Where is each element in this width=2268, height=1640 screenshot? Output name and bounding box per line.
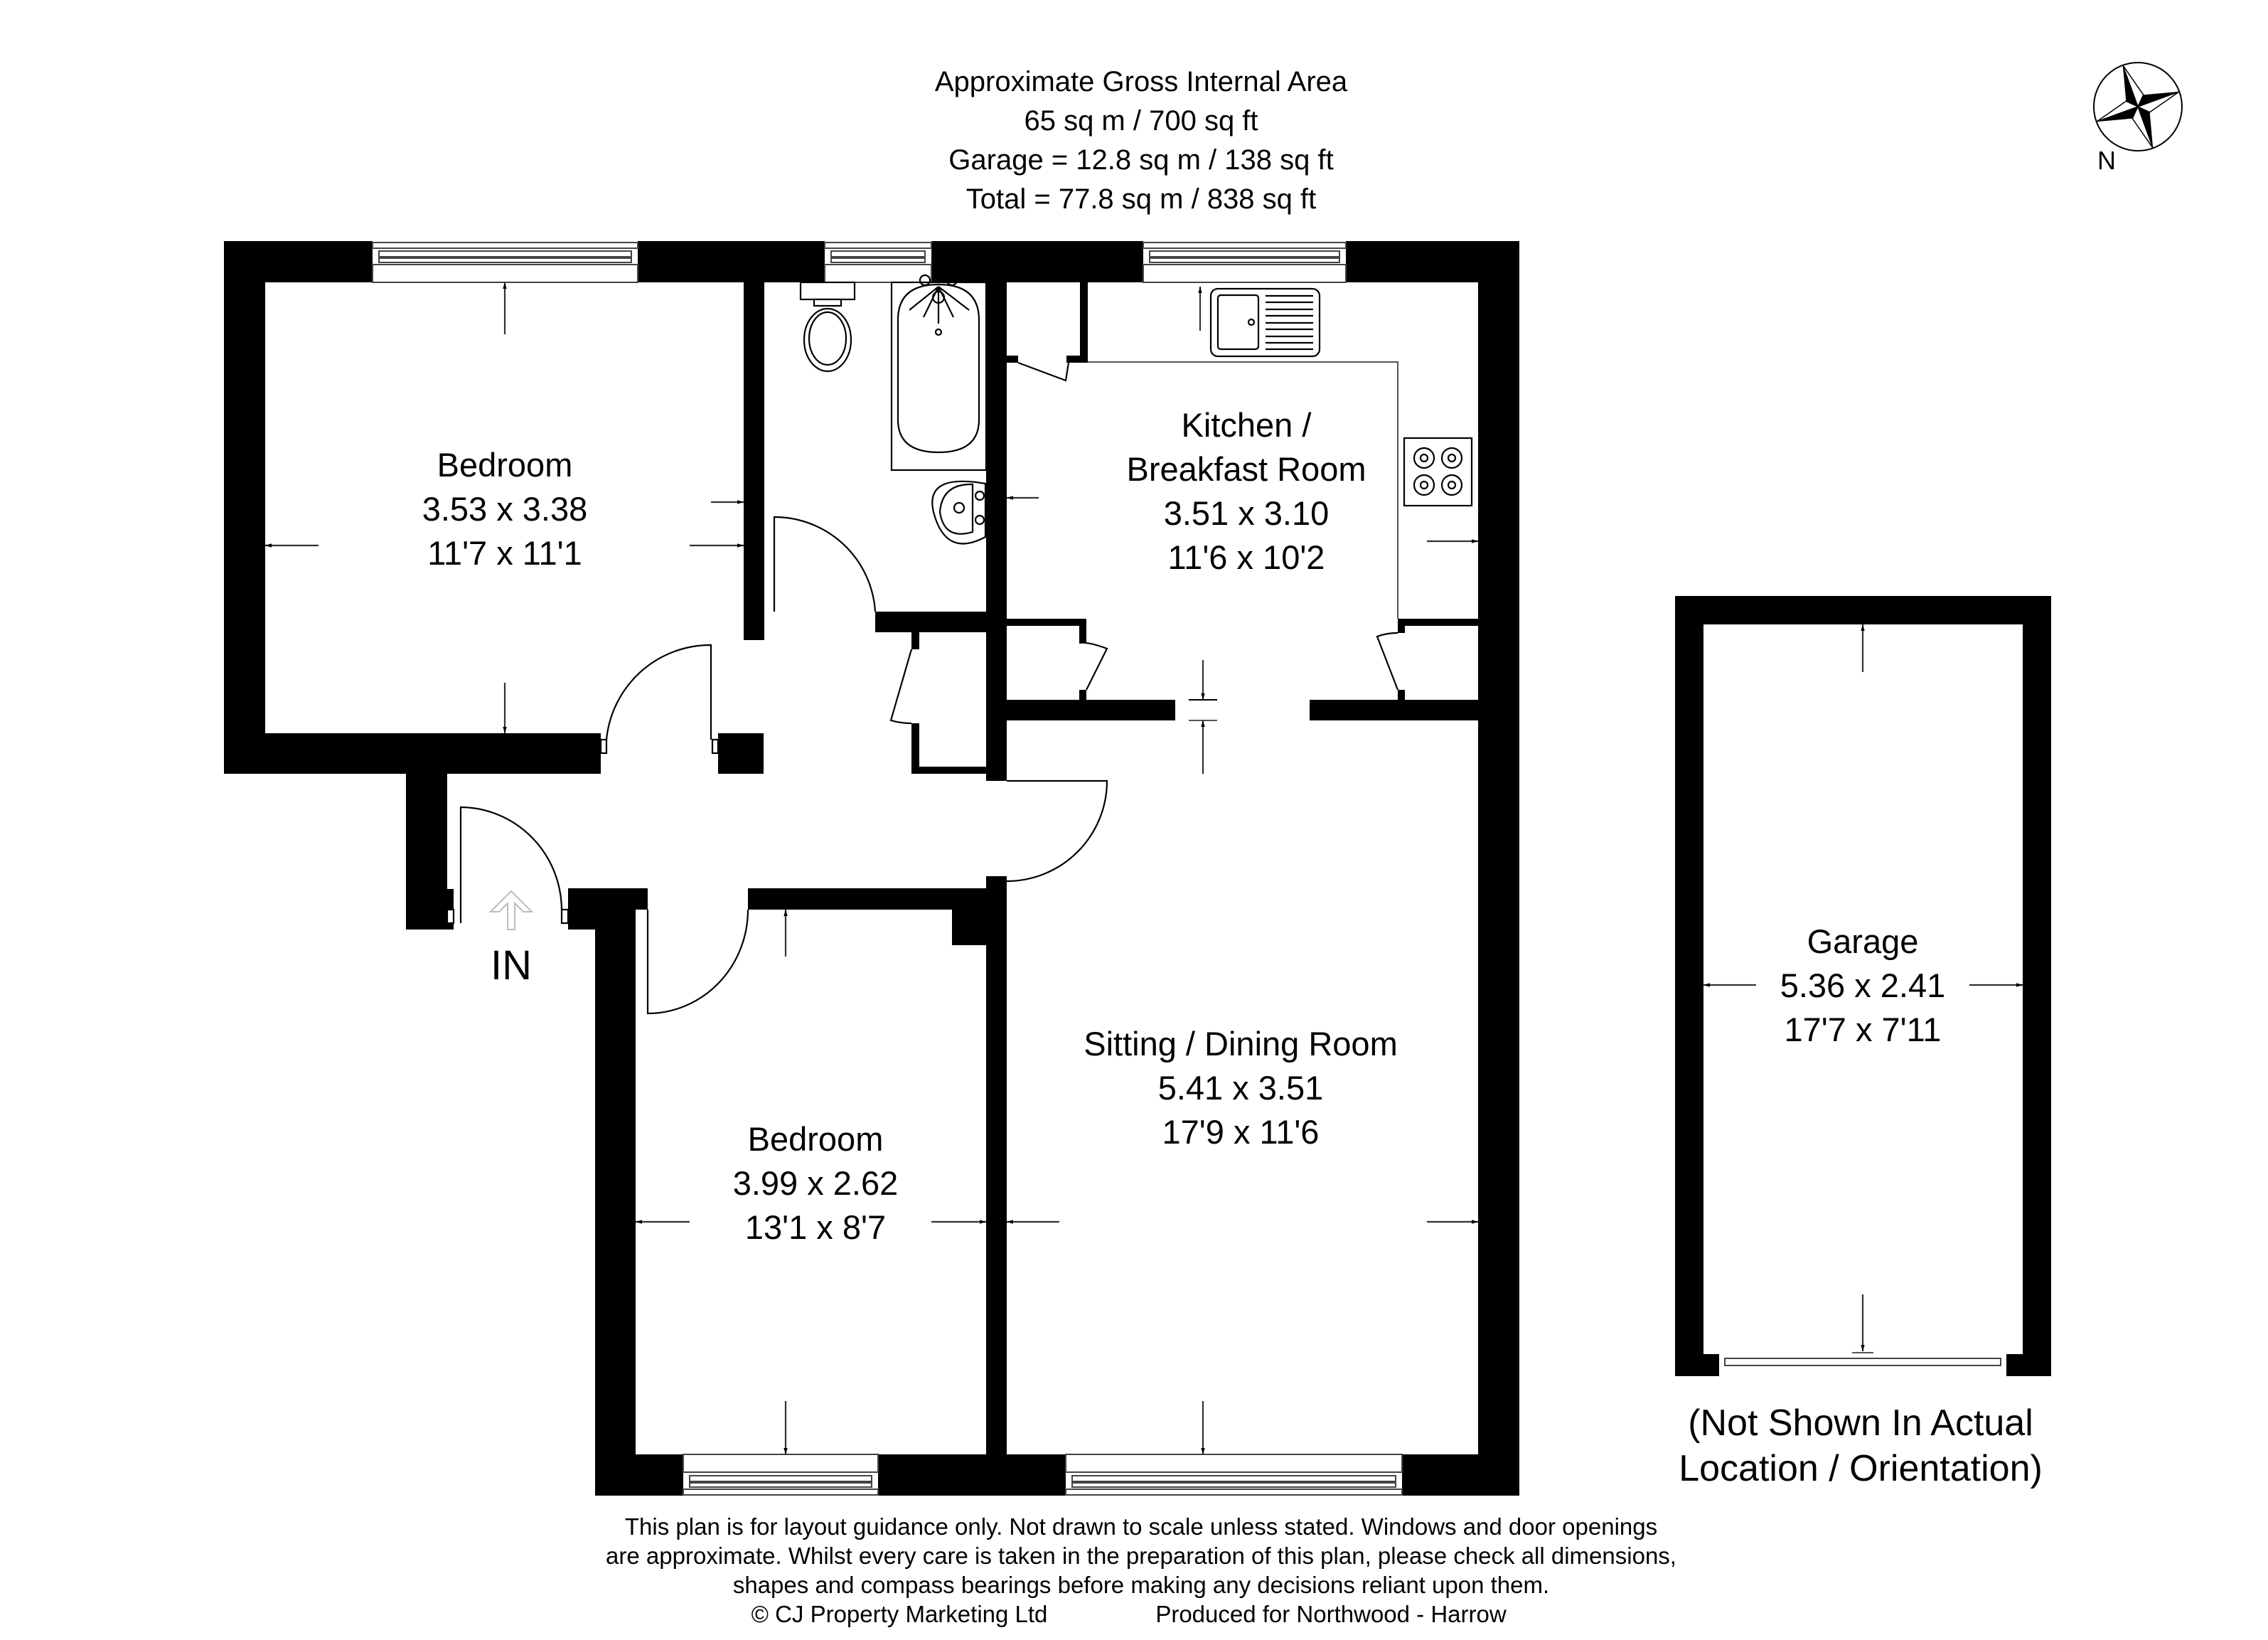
svg-text:Location / Orientation): Location / Orientation): [1679, 1448, 2043, 1489]
room-bedroom2-label: Bedroom 3.99 x 2.62 13'1 x 8'7: [733, 1120, 899, 1246]
svg-text:are approximate. Whilst every: are approximate. Whilst every care is ta…: [606, 1543, 1676, 1569]
area-internal: 65 sq m / 700 sq ft: [1024, 105, 1258, 137]
garage-caption: (Not Shown In Actual Location / Orientat…: [1679, 1402, 2043, 1489]
svg-text:3.51 x 3.10: 3.51 x 3.10: [1164, 494, 1330, 532]
garage: [1675, 596, 2051, 1376]
kitchen-worktop: [1088, 361, 1398, 619]
compass-north-label: N: [2097, 146, 2116, 175]
washbasin-icon: [931, 480, 987, 545]
svg-text:11'7 x 11'1: 11'7 x 11'1: [427, 534, 582, 572]
copyright: © CJ Property Marketing Ltd: [751, 1601, 1048, 1627]
svg-text:5.36 x 2.41: 5.36 x 2.41: [1780, 967, 1946, 1004]
door-bedroom2: [646, 909, 749, 1015]
door-sitting-room: [1006, 779, 1108, 883]
dimension-arrows: [265, 282, 1478, 1454]
compass-rose-icon: [2093, 62, 2183, 151]
produced-for: Produced for Northwood - Harrow: [1155, 1601, 1507, 1627]
svg-text:17'7 x 7'11: 17'7 x 7'11: [1785, 1011, 1942, 1048]
walls: [224, 241, 1519, 1496]
door-kitchen-corner-cupboard: [1017, 361, 1070, 382]
svg-text:Kitchen /: Kitchen /: [1182, 406, 1312, 444]
svg-text:Garage: Garage: [1807, 922, 1919, 960]
windows: [372, 241, 1403, 1496]
door-bathroom: [773, 516, 877, 612]
door-entrance: [446, 806, 569, 925]
window-bedroom2: [683, 1454, 879, 1496]
sink-icon: [1209, 287, 1321, 358]
window-bathroom: [824, 241, 932, 283]
door-kitchen-right-cupboard: [1376, 632, 1399, 691]
room-sitting-label: Sitting / Dining Room 5.41 x 3.51 17'9 x…: [1084, 1025, 1397, 1151]
svg-text:(Not Shown In Actual: (Not Shown In Actual: [1688, 1402, 2033, 1444]
room-bedroom1-label: Bedroom 3.53 x 3.38 11'7 x 11'1: [422, 446, 588, 572]
window-bedroom1: [372, 241, 638, 283]
bathtub-icon: [890, 274, 988, 472]
window-sitting: [1065, 1454, 1403, 1496]
entrance-label: IN: [491, 942, 532, 989]
svg-text:11'6 x 10'2: 11'6 x 10'2: [1168, 538, 1325, 576]
room-garage-label: Garage 5.36 x 2.41 17'7 x 7'11: [1780, 922, 1946, 1048]
svg-text:This plan is for layout guidan: This plan is for layout guidance only. N…: [625, 1513, 1657, 1540]
door-kitchen-left-cupboard: [1079, 641, 1108, 691]
svg-text:5.41 x 3.51: 5.41 x 3.51: [1158, 1069, 1324, 1107]
svg-text:Sitting / Dining Room: Sitting / Dining Room: [1084, 1025, 1397, 1063]
svg-text:13'1 x 8'7: 13'1 x 8'7: [745, 1208, 886, 1246]
svg-text:Breakfast Room: Breakfast Room: [1127, 450, 1366, 488]
area-title: Approximate Gross Internal Area: [935, 66, 1348, 97]
window-kitchen: [1143, 241, 1347, 283]
entrance-arrow-icon: [488, 890, 534, 930]
svg-text:Bedroom: Bedroom: [748, 1120, 884, 1158]
doors: [446, 361, 1399, 1015]
svg-text:3.99 x 2.62: 3.99 x 2.62: [733, 1164, 899, 1202]
door-hall-cupboard: [889, 649, 913, 725]
area-total: Total = 77.8 sq m / 838 sq ft: [966, 183, 1317, 215]
svg-text:shapes and compass bearings be: shapes and compass bearings before makin…: [733, 1572, 1549, 1598]
hob-icon: [1403, 437, 1473, 507]
svg-text:3.53 x 3.38: 3.53 x 3.38: [422, 490, 588, 528]
disclaimer: This plan is for layout guidance only. N…: [606, 1513, 1676, 1627]
garage-door: [1724, 1358, 2001, 1366]
svg-text:Bedroom: Bedroom: [437, 446, 573, 484]
area-summary: Approximate Gross Internal Area 65 sq m …: [935, 66, 1348, 215]
door-bedroom1: [599, 644, 720, 755]
svg-text:17'9 x 11'6: 17'9 x 11'6: [1162, 1113, 1320, 1151]
toilet-icon: [799, 281, 856, 373]
area-garage: Garage = 12.8 sq m / 138 sq ft: [948, 144, 1333, 176]
room-kitchen-label: Kitchen / Breakfast Room 3.51 x 3.10 11'…: [1127, 406, 1366, 576]
